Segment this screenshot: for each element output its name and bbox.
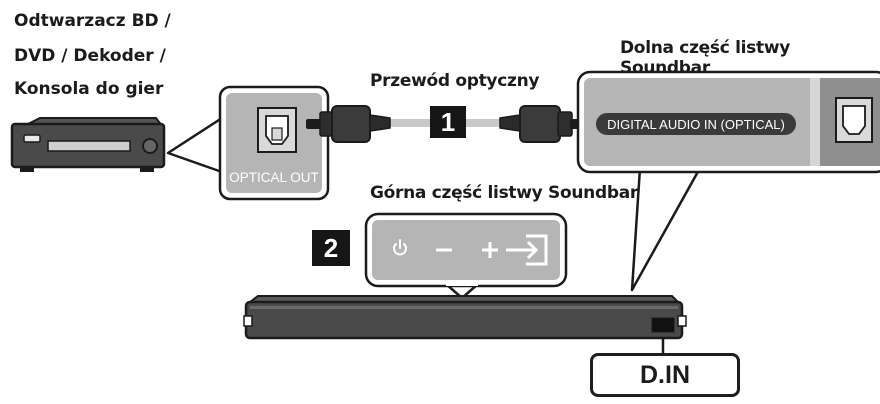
soundbar-optical-port-icon	[835, 97, 873, 143]
soundbar-top-label: Górna część listwy Soundbar	[370, 183, 638, 203]
power-icon	[393, 239, 407, 256]
step-2-badge: 2	[312, 230, 350, 266]
cable-label: Przewód optyczny	[370, 71, 540, 91]
source-device-label-line-3: Konsola do gier	[14, 79, 164, 99]
step-1-badge: 1	[430, 106, 466, 138]
bd-player-illustration	[10, 117, 166, 172]
din-display-label: D.IN	[590, 353, 740, 397]
volume-up-icon	[482, 242, 498, 258]
optical-port-icon	[257, 107, 297, 153]
soundbar-illustration	[243, 295, 687, 355]
soundbar-top-callout	[364, 212, 568, 300]
source-device-label-line-2: DVD / Dekoder /	[14, 46, 166, 66]
digital-audio-in-port-label-pill	[596, 113, 796, 135]
source-device-label-line-1: Odtwarzacz BD /	[14, 11, 171, 31]
source-input-icon	[506, 234, 548, 266]
soundbar-bottom-callout	[576, 70, 880, 292]
optical-out-port-label: OPTICAL OUT	[229, 170, 319, 185]
digital-audio-in-port-label: DIGITAL AUDIO IN (OPTICAL)	[607, 117, 785, 132]
